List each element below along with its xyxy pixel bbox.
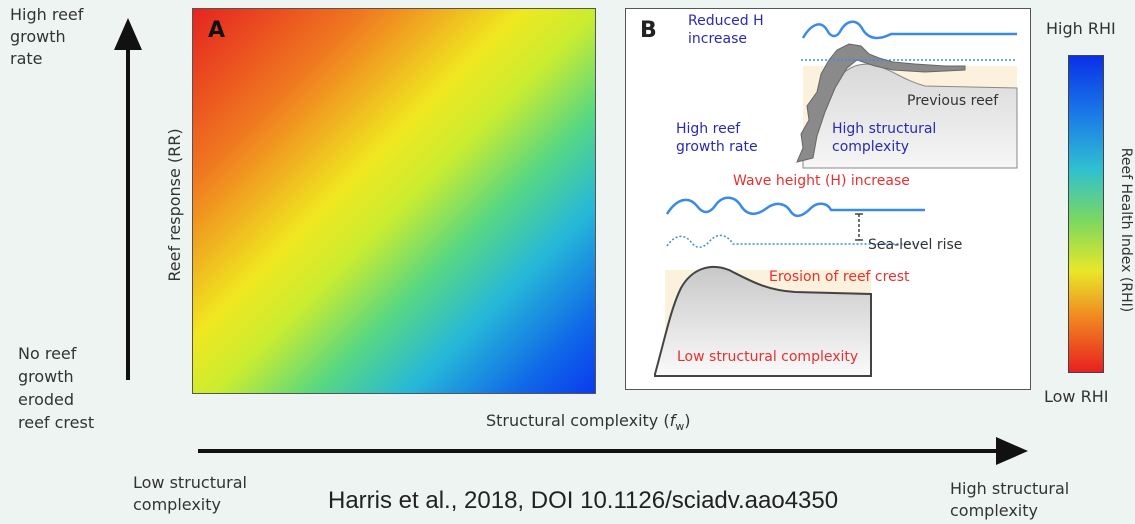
- x-axis-title: Structural complexity (fw): [486, 410, 690, 438]
- y-axis-arrow-head: [114, 18, 142, 50]
- reduced-h-label: Reduced H increase: [688, 12, 764, 48]
- x-axis-right-label: High structural complexity: [950, 478, 1069, 522]
- x-axis-left-line: Low structural: [133, 473, 247, 492]
- reduced-h-line: Reduced H: [688, 13, 764, 29]
- colorbar-axis-title: Reef Health Index (RHI): [1118, 147, 1134, 313]
- y-axis-top-line: High reef: [10, 5, 84, 24]
- high-growth-line: growth rate: [676, 139, 758, 155]
- y-axis-top-label: High reef growth rate: [10, 4, 83, 70]
- x-axis-title-close: ): [684, 411, 691, 430]
- y-axis-bottom-label: No reef growth eroded reef crest: [18, 342, 94, 434]
- panel-a-gradient: [192, 8, 596, 394]
- y-axis-top-line: rate: [10, 49, 43, 68]
- wave-top-solid: [801, 20, 1017, 40]
- y-axis-bottom-line: No reef: [18, 344, 77, 363]
- high-complexity-line: complexity: [832, 139, 909, 155]
- x-axis-left-line: complexity: [133, 495, 221, 514]
- rugose-reef: [796, 43, 966, 163]
- citation: Harris et al., 2018, DOI 10.1126/sciadv.…: [328, 487, 839, 514]
- y-axis-bottom-line: growth: [18, 367, 74, 386]
- x-axis-title-text: Structural complexity (: [486, 411, 670, 430]
- x-axis-arrow-head: [996, 437, 1028, 465]
- low-complexity-label: Low structural complexity: [677, 349, 859, 365]
- sea-level-rise-label: Sea-level rise: [868, 237, 963, 253]
- erosion-label: Erosion of reef crest: [769, 269, 910, 285]
- colorbar-high-label: High RHI: [1046, 19, 1116, 38]
- panel-b-letter: B: [640, 18, 657, 43]
- eroded-reef-profile: [654, 265, 872, 377]
- x-axis-title-symbol: f: [669, 411, 676, 430]
- high-growth-line: High reef: [676, 121, 741, 137]
- colorbar-low-label: Low RHI: [1044, 387, 1109, 406]
- wave-height-label: Wave height (H) increase: [733, 173, 910, 189]
- y-axis-bottom-line: eroded: [18, 390, 75, 409]
- wave-bottom-dashed: [666, 234, 925, 248]
- x-axis-left-label: Low structural complexity: [133, 472, 247, 516]
- y-axis-bottom-line: reef crest: [18, 413, 95, 432]
- panel-b-illustration: [654, 20, 1018, 377]
- rhi-colorbar: [1068, 55, 1104, 373]
- reduced-h-line: increase: [688, 31, 748, 47]
- x-axis-right-line: High structural: [950, 479, 1070, 498]
- x-axis-title-subscript: w: [675, 420, 685, 434]
- high-complexity-line: High structural: [832, 121, 937, 137]
- previous-reef-label: Previous reef: [907, 93, 999, 109]
- y-axis-top-line: growth: [10, 27, 66, 46]
- panel-a-letter: A: [208, 18, 226, 43]
- high-complexity-label: High structural complexity: [832, 120, 936, 156]
- y-axis-title: Reef response (RR): [165, 128, 184, 282]
- x-axis-right-line: complexity: [950, 501, 1038, 520]
- high-growth-label: High reef growth rate: [676, 120, 758, 156]
- wave-bottom-solid: [665, 196, 925, 218]
